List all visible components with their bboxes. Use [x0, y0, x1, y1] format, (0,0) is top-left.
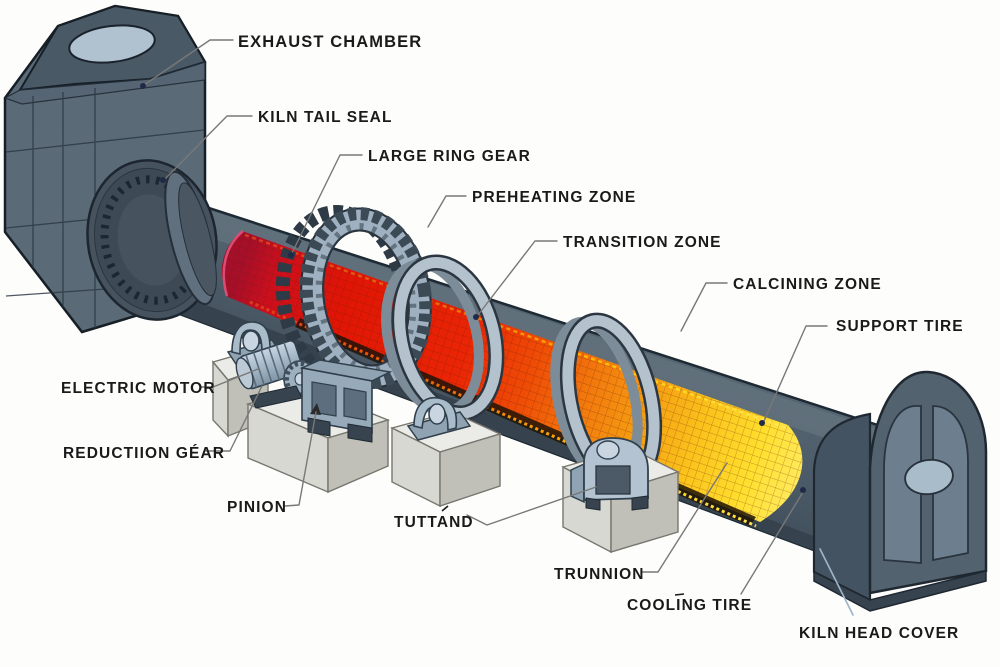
dot-support-tire — [759, 420, 765, 426]
trunnion-roller-2 — [428, 403, 446, 425]
leader-lines — [140, 39, 854, 616]
head-cover-porthole — [904, 458, 954, 496]
housing-panel-2 — [343, 387, 367, 421]
label-calcining-zone: CALCINING ZONE — [733, 276, 882, 293]
leader-calcining-zone — [680, 282, 728, 332]
label-preheating-zone: PREHEATING ZONE — [472, 189, 636, 206]
trunnion-bracket-2 — [406, 397, 472, 441]
leader-exhaust-chamber — [143, 39, 234, 86]
leader-pinion — [284, 411, 317, 507]
dot-transition-zone — [473, 314, 479, 320]
head-cover-base — [813, 570, 987, 612]
head-cover-panel-left — [883, 405, 922, 564]
label-large-ring-gear: LARGE RING GEAR — [368, 148, 531, 165]
head-cover-side — [812, 412, 872, 602]
labels: EXHAUST CHAMBER KILN TAIL SEAL LARGE RIN… — [61, 33, 964, 642]
label-kiln-tail-seal: KILN TAIL SEAL — [258, 109, 393, 126]
label-support-tire: SUPPORT TIRE — [836, 318, 964, 335]
tire1-band — [394, 256, 502, 420]
ring-gear-teeth — [299, 207, 433, 389]
housing-foot-2 — [347, 423, 373, 443]
exhaust-chamber-shoulder — [3, 61, 206, 105]
leader-transition-zone — [477, 240, 558, 316]
pinion-arrowhead — [310, 403, 321, 415]
collar-inner — [178, 182, 217, 297]
label-transition-zone: TRANSITION ZONE — [563, 234, 722, 251]
drive-station — [226, 321, 393, 443]
dot-cooling-tire — [800, 487, 806, 493]
dot-kiln-tail-seal — [160, 177, 166, 183]
leader-support-tire — [763, 325, 828, 422]
dot-exhaust-chamber — [140, 83, 146, 89]
bracket2-arch — [413, 397, 458, 432]
leader-kiln-head-cover — [819, 548, 854, 616]
leader-trunnion — [640, 462, 728, 573]
pier-c-right — [439, 433, 501, 507]
tuttand-tick-mark — [441, 505, 449, 512]
bracket3-side — [570, 462, 585, 504]
leader-cooling-tire — [740, 491, 804, 595]
kiln-head-cover — [812, 370, 988, 612]
bracket3-foot-1 — [585, 497, 601, 511]
label-electric-motor: ELECTRIC MOTOR — [61, 380, 216, 397]
bracket3-window — [595, 465, 631, 495]
label-trunnion: TRUNNION — [554, 566, 645, 583]
kiln-rear-collar — [164, 170, 217, 306]
leader-reduction-gear — [205, 385, 263, 452]
interior-cut-rim-pink — [222, 230, 244, 297]
leader-electric-motor — [200, 368, 259, 388]
label-pinion: PINION — [227, 499, 287, 516]
dot-large-ring-gear — [288, 252, 294, 258]
reduction-gear-housing — [299, 359, 393, 443]
label-reduction-gear: REDUCTIION GÉAR — [63, 445, 225, 462]
interior-top-brick-edge — [244, 233, 787, 430]
leader-large-ring-gear — [291, 154, 363, 254]
label-kiln-head-cover: KILN HEAD COVER — [799, 625, 959, 642]
label-tuttand: TUTTAND — [394, 514, 474, 531]
leader-kiln-tail-seal — [164, 115, 253, 180]
leader-tuttand — [466, 486, 597, 526]
cooling-tick-mark — [674, 593, 685, 596]
leader-preheating-zone — [427, 195, 467, 228]
kiln-shell-top-highlight — [174, 201, 890, 457]
label-cooling-tire: COOLING TIRE — [627, 597, 752, 614]
label-exhaust-chamber: EXHAUST CHAMBER — [238, 33, 422, 51]
trunnion-roller-3 — [596, 440, 620, 460]
trunnion-roller-1 — [242, 330, 260, 352]
bracket3-foot-2 — [631, 495, 649, 511]
exhaust-port-oval — [68, 24, 156, 64]
trunnion-bracket-3 — [570, 437, 649, 511]
